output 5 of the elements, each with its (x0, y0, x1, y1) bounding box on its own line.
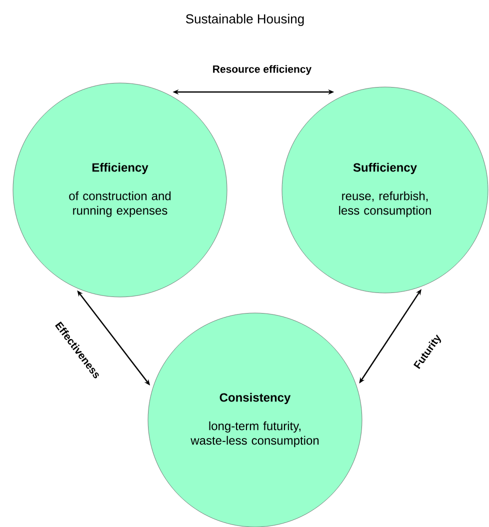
title: Sustainable Housing (186, 14, 304, 26)
circle-node: Efficiency of construction and running expenses (12, 82, 228, 298)
circle-node: Sufficiency reuse, refurbish, less consumption (282, 86, 488, 294)
circle-node: Consistency long-term futurity, waste-less consumption (148, 312, 362, 527)
edge-label: Resource efficiency (211, 64, 313, 76)
